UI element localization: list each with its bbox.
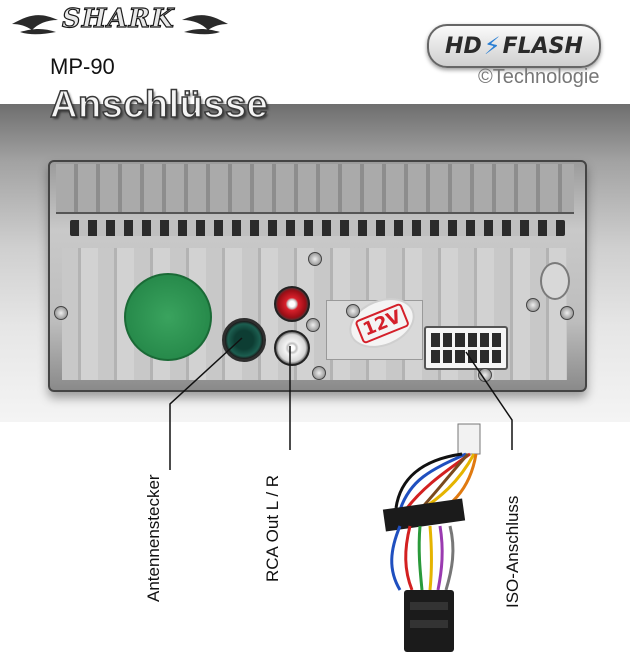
pin	[491, 349, 501, 363]
pin	[455, 349, 465, 363]
screw-icon	[526, 298, 540, 312]
pin	[479, 333, 489, 347]
rca-left-socket	[274, 286, 310, 322]
qc-seal	[540, 262, 570, 300]
antenna-socket	[222, 318, 266, 362]
iso-socket	[424, 326, 508, 370]
screw-icon	[312, 366, 326, 380]
hd-flash-logo-right: FLASH	[502, 33, 583, 59]
screw-icon	[478, 368, 492, 382]
pin	[455, 333, 465, 347]
brand-name: SHARK	[61, 3, 175, 34]
screw-icon	[306, 318, 320, 332]
pin	[491, 333, 501, 347]
iso-connector-label: ISO-Anschluss	[503, 495, 522, 608]
screw-icon	[560, 306, 574, 320]
radio-top-cover	[56, 164, 574, 214]
lightning-icon: ⚡	[483, 32, 501, 60]
rca-right-socket	[274, 330, 310, 366]
warranty-sticker	[124, 273, 212, 361]
screw-icon	[308, 252, 322, 266]
page-title: Anschlüsse	[49, 83, 269, 127]
technologie-text: ©Technologie	[478, 66, 600, 88]
hd-flash-logo-left: HD	[445, 33, 482, 59]
shark-logo-flames	[12, 15, 228, 35]
rca-out-label: RCA Out L / R	[263, 474, 282, 582]
model-name: MP-90	[50, 54, 115, 79]
antenna-connector-label: Antennenstecker	[144, 474, 163, 602]
screw-icon	[54, 306, 68, 320]
ventilation-slots	[70, 220, 565, 236]
pin	[431, 349, 441, 363]
pin	[443, 349, 453, 363]
pin	[479, 349, 489, 363]
pin	[467, 333, 477, 347]
iso-cable-harness	[382, 423, 481, 652]
pin	[431, 333, 441, 347]
screw-icon	[346, 304, 360, 318]
hd-flash-logo: HD ⚡ FLASH	[427, 24, 601, 68]
pin	[443, 333, 453, 347]
pin	[467, 349, 477, 363]
